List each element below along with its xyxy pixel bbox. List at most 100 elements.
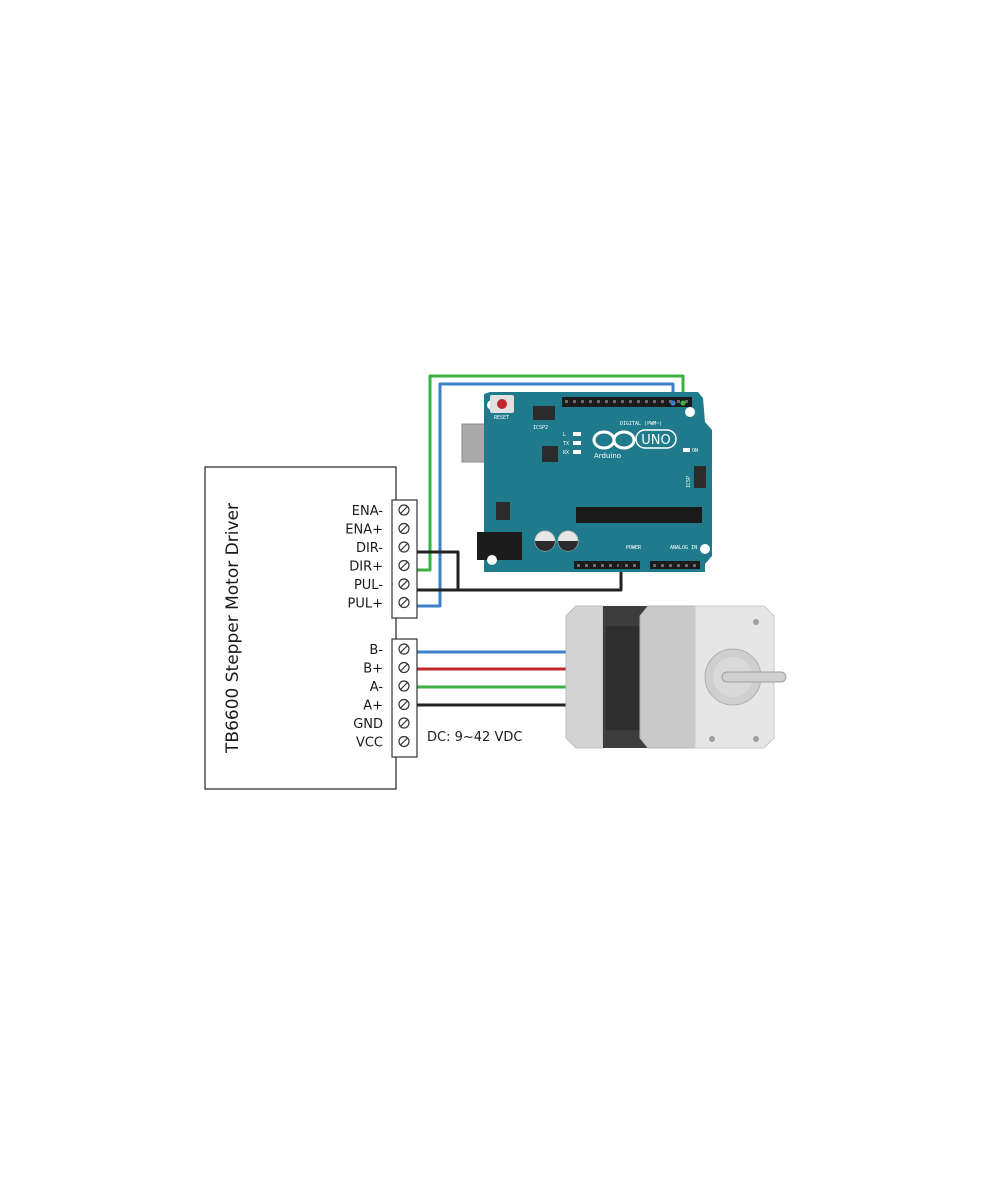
terminal-screw-slot: [400, 506, 408, 514]
gnd-wire-pin-dot: [618, 563, 624, 569]
led-label: RX: [563, 450, 569, 456]
arduino-logo: Arduino UNO: [592, 429, 677, 460]
header-pin: [685, 564, 688, 567]
on-led: [683, 448, 690, 452]
header-pin: [677, 400, 680, 403]
header-pin: [625, 564, 628, 567]
terminal-label: DIR+: [349, 560, 383, 575]
terminal-label: PUL+: [348, 597, 384, 612]
header-pin: [645, 400, 648, 403]
header-pin: [633, 564, 636, 567]
wires: [410, 374, 685, 707]
header-pin: [613, 400, 616, 403]
status-led: [573, 441, 581, 445]
header-pin: [693, 564, 696, 567]
header-pin: [609, 564, 612, 567]
header-pin: [661, 564, 664, 567]
usb-chip: [542, 446, 558, 462]
reset-button-cap[interactable]: [497, 399, 507, 409]
model-text: UNO: [641, 433, 670, 448]
logo-infinity-right: [612, 430, 636, 450]
motor-rear-block: [565, 605, 604, 749]
terminal-screw-slot: [400, 682, 408, 690]
mount-hole: [487, 555, 497, 565]
terminal-screw-slot: [400, 700, 408, 709]
header-pin: [653, 400, 656, 403]
supply-voltage-label: DC: 9~42 VDC: [427, 730, 522, 745]
driver-outline: [204, 466, 397, 790]
motor-front-flange-side: [639, 605, 696, 749]
on-label: ON: [692, 448, 698, 454]
terminal-label: A+: [363, 699, 383, 714]
motor-screw-hole: [709, 736, 715, 742]
dc-power-jack: [477, 532, 522, 560]
terminal-screw-slot: [400, 719, 408, 727]
digital-header: [562, 397, 692, 407]
header-pin: [621, 400, 624, 403]
terminal-label: PUL-: [354, 578, 383, 593]
header-pin: [581, 400, 584, 403]
terminal-label: A-: [370, 680, 384, 695]
header-pin: [677, 564, 680, 567]
motor-screw-hole: [753, 619, 759, 625]
header-pin: [593, 564, 596, 567]
icsp1-label: ICSP: [686, 476, 692, 488]
signal-terminal-block: [391, 499, 418, 619]
regulator-chip: [496, 502, 510, 520]
digital-label: DIGITAL (PWM~): [620, 421, 662, 427]
capacitor-mark: [558, 541, 578, 551]
icsp2-label: ICSP2: [533, 425, 548, 431]
atmega-chip: [576, 507, 702, 523]
terminal-label: B-: [369, 643, 383, 658]
header-pin: [589, 400, 592, 403]
terminal-screw-slot: [400, 524, 408, 533]
terminal-screw-slot: [400, 663, 408, 672]
header-pin: [601, 564, 604, 567]
mount-hole: [700, 544, 710, 554]
status-led: [573, 432, 581, 436]
led-label: TX: [563, 441, 569, 447]
tb6600-driver: TB6600 Stepper Motor Driver ENA- ENA+ DIR-…: [204, 466, 522, 790]
header-pin: [685, 400, 688, 403]
brand-text: Arduino: [594, 452, 621, 460]
stepper-motor: [565, 605, 787, 749]
header-pin: [573, 400, 576, 403]
header-pin: [565, 400, 568, 403]
header-pin: [653, 564, 656, 567]
header-pin: [605, 400, 608, 403]
terminal-screw-slot: [400, 561, 408, 570]
terminal-label: GND: [353, 717, 383, 732]
header-pin: [661, 400, 664, 403]
analog-header: [650, 561, 700, 569]
header-pin: [669, 564, 672, 567]
wire-pul-plus-blue: [410, 382, 675, 608]
terminal-screw-slot: [400, 645, 408, 653]
terminal-label: B+: [363, 662, 383, 677]
icsp2-header: [533, 406, 555, 420]
header-pin: [629, 400, 632, 403]
terminal-label: DIR-: [356, 541, 383, 556]
power-label: POWER: [626, 545, 642, 551]
terminal-screw-slot: [400, 598, 408, 607]
terminal-label: ENA-: [352, 504, 384, 519]
led-label: L: [563, 432, 566, 438]
driver-title: TB6600 Stepper Motor Driver: [223, 503, 243, 754]
header-pin: [637, 400, 640, 403]
motor-screw-hole: [753, 736, 759, 742]
wire-dir-plus-green: [410, 374, 685, 572]
header-pin: [585, 564, 588, 567]
terminal-screw-slot: [400, 543, 408, 551]
terminal-screw-slot: [400, 580, 408, 588]
terminal-label: VCC: [356, 736, 383, 751]
header-pin: [597, 400, 600, 403]
header-pin: [577, 564, 580, 567]
wire-dir-minus-black: [410, 550, 460, 590]
header-pin: [669, 400, 672, 403]
icsp1-header: [694, 466, 706, 488]
green-wire-pin-dot: [680, 400, 686, 406]
capacitor-mark: [535, 541, 555, 551]
motor-shaft: [721, 671, 787, 683]
terminal-label: ENA+: [345, 523, 383, 538]
